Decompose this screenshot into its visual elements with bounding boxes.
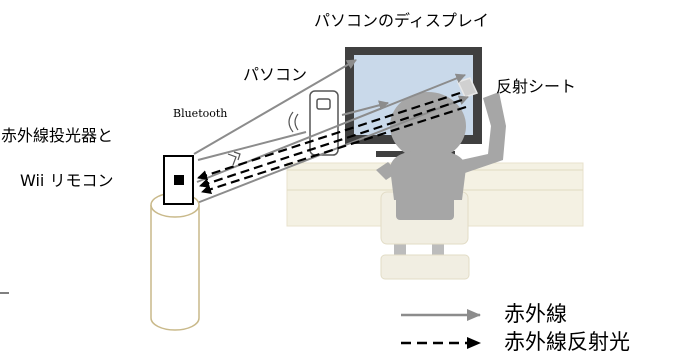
ir-emitter-stand (150, 192, 200, 331)
bluetooth-label: Bluetooth (173, 107, 228, 120)
person (376, 92, 506, 220)
ir-emitter-label: 赤外線投光器と (1, 126, 114, 145)
pc-label: パソコン (243, 65, 308, 84)
wiimote-device (163, 155, 194, 205)
reflector-label: 反射シート (496, 77, 577, 96)
monitor-label: パソコンのディスプレイ (314, 11, 489, 30)
pc-tower (309, 90, 339, 156)
ir-reflected-rays (197, 91, 467, 195)
legend-ir-reflected-label: 赤外線反射光 (504, 330, 630, 354)
legend-ir-label: 赤外線 (504, 302, 567, 326)
wiimote-label: Wii リモコン (20, 171, 114, 190)
bluetooth-waves (227, 111, 299, 166)
